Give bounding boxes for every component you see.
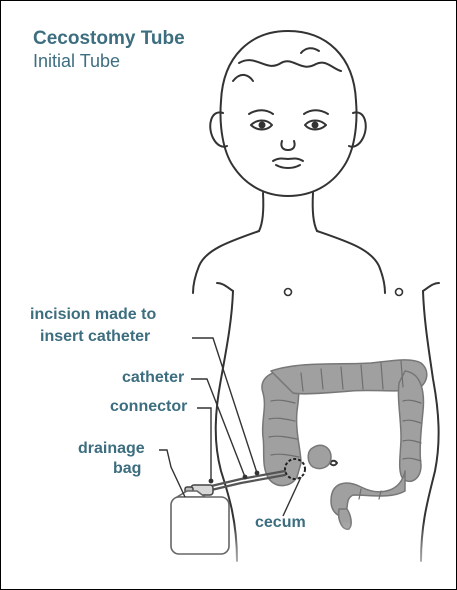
label-drainage-line1: drainage xyxy=(78,439,145,459)
colon xyxy=(262,360,427,529)
label-cecum: cecum xyxy=(255,513,306,533)
label-catheter: catheter xyxy=(122,368,184,388)
label-drainage-line2: bag xyxy=(113,459,141,479)
diagram-title: Cecostomy Tube xyxy=(33,28,185,50)
label-incision-line1: incision made to xyxy=(30,305,156,325)
child-head xyxy=(210,31,366,231)
label-connector: connector xyxy=(110,397,187,417)
diagram-subtitle: Initial Tube xyxy=(33,51,120,72)
label-incision-line2: insert catheter xyxy=(40,327,150,347)
drainage-bag xyxy=(171,491,229,554)
